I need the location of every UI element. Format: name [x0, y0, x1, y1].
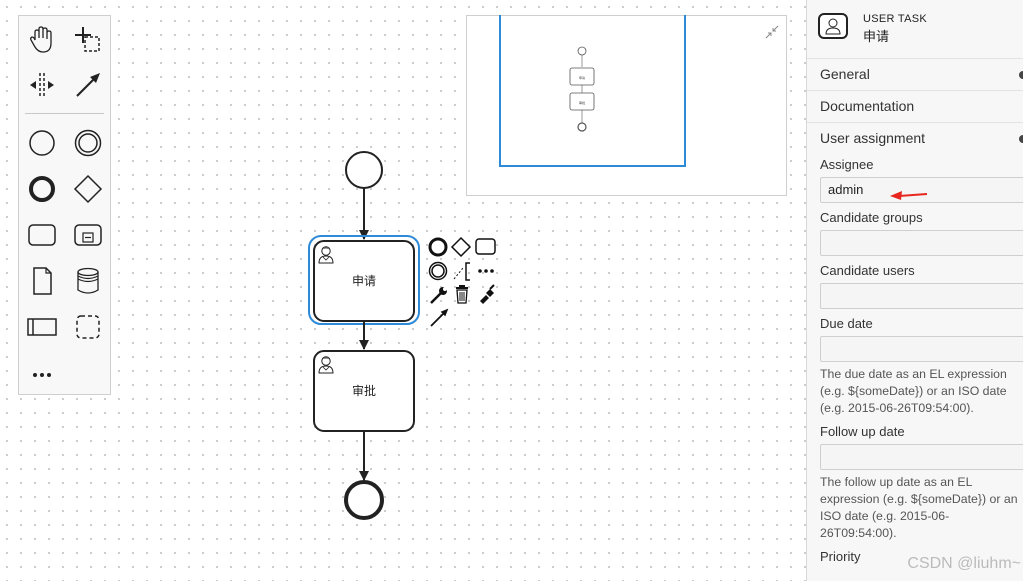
user-task-approve[interactable]: 审批 — [313, 350, 415, 432]
intermediate-event-tool[interactable] — [70, 125, 106, 161]
group-general[interactable]: General — [807, 59, 1023, 91]
task-label: 申请 — [352, 274, 376, 288]
user-task-apply[interactable]: 申请 — [308, 235, 420, 325]
collapse-icon[interactable] — [764, 24, 780, 40]
group-tool[interactable] — [70, 309, 106, 345]
lasso-icon — [75, 27, 100, 52]
follow-up-date-input[interactable] — [820, 444, 1023, 470]
hand-icon — [30, 26, 52, 53]
rounded-rect-icon — [28, 224, 56, 246]
intermediate-event-icon[interactable] — [428, 261, 448, 281]
gateway-tool[interactable] — [70, 171, 106, 207]
bpmn-canvas[interactable]: 申请 审批 — [0, 0, 806, 581]
panel-header: USER TASK 申请 — [807, 0, 1023, 59]
group-label: User assignment — [820, 130, 926, 146]
task-label: 审批 — [352, 383, 376, 398]
data-marker-icon — [1019, 71, 1023, 79]
hand-tool[interactable] — [24, 22, 60, 58]
context-pad — [428, 236, 496, 327]
svg-text:申请: 申请 — [579, 75, 585, 80]
candidate-groups-label: Candidate groups — [820, 210, 923, 225]
minimap-viewport[interactable] — [499, 15, 686, 167]
lasso-tool[interactable] — [70, 22, 106, 58]
assignee-label: Assignee — [820, 157, 874, 172]
follow-up-date-label: Follow up date — [820, 424, 905, 439]
connect-tool[interactable] — [70, 67, 106, 103]
element-name: 申请 — [863, 29, 890, 44]
data-marker-icon — [1019, 135, 1023, 143]
due-date-label: Due date — [820, 316, 873, 331]
group-label: General — [820, 66, 870, 82]
arrow-icon — [76, 73, 100, 97]
space-tool[interactable] — [24, 67, 60, 103]
pool-icon — [27, 318, 57, 336]
annotation-arrow-icon — [890, 191, 928, 200]
properties-panel: USER TASK 申请 General Documentation User … — [806, 0, 1023, 581]
element-type: USER TASK — [863, 13, 928, 25]
more-icon[interactable] — [478, 269, 494, 273]
due-date-input[interactable] — [820, 336, 1023, 362]
group-label: Documentation — [820, 98, 915, 114]
more-tools[interactable] — [24, 355, 60, 391]
minimap-diagram: 申请 审批 — [569, 46, 595, 132]
subprocess-icon — [74, 224, 102, 246]
watermark: CSDN @liuhm~ — [907, 555, 1021, 572]
database-icon — [77, 267, 99, 294]
due-date-description: The due date as an EL expression (e.g. $… — [820, 367, 1007, 415]
assignee-input[interactable]: admin — [820, 177, 1023, 203]
user-task-icon — [818, 13, 848, 39]
minimap[interactable]: 申请 审批 — [466, 15, 787, 196]
connect-arrow-icon[interactable] — [430, 308, 449, 327]
candidate-groups-input[interactable] — [820, 230, 1023, 256]
end-event[interactable] — [344, 480, 384, 520]
task-tool[interactable] — [24, 217, 60, 253]
document-icon — [33, 267, 52, 295]
start-event-tool[interactable] — [24, 125, 60, 161]
pool-tool[interactable] — [24, 309, 60, 345]
gateway-icon[interactable] — [450, 236, 472, 258]
dashed-rect-icon — [76, 315, 100, 339]
start-event[interactable] — [345, 151, 383, 189]
data-object-tool[interactable] — [24, 263, 60, 299]
group-user-assignment[interactable]: User assignment — [807, 123, 1023, 154]
end-event-icon[interactable] — [428, 237, 448, 257]
more-icon — [33, 373, 51, 377]
trash-icon[interactable] — [456, 285, 468, 304]
svg-text:审批: 审批 — [579, 100, 585, 105]
palette-separator — [25, 113, 104, 114]
circle-double-icon — [74, 129, 102, 157]
follow-up-date-description: The follow up date as an EL expression (… — [820, 475, 1018, 540]
candidate-users-label: Candidate users — [820, 263, 915, 278]
paint-icon[interactable] — [480, 284, 495, 304]
space-icon — [30, 73, 54, 97]
wrench-icon[interactable] — [430, 287, 447, 304]
task-icon[interactable] — [475, 238, 496, 255]
group-documentation[interactable]: Documentation — [807, 91, 1023, 123]
candidate-users-input[interactable] — [820, 283, 1023, 309]
subprocess-tool[interactable] — [70, 217, 106, 253]
circle-bold-icon — [29, 176, 55, 202]
circle-thin-icon — [29, 130, 55, 156]
priority-label: Priority — [820, 549, 861, 564]
diamond-icon — [73, 174, 103, 204]
data-store-tool[interactable] — [70, 263, 106, 299]
tool-palette — [18, 15, 111, 395]
text-annotation-icon[interactable] — [453, 262, 470, 281]
end-event-tool[interactable] — [24, 171, 60, 207]
